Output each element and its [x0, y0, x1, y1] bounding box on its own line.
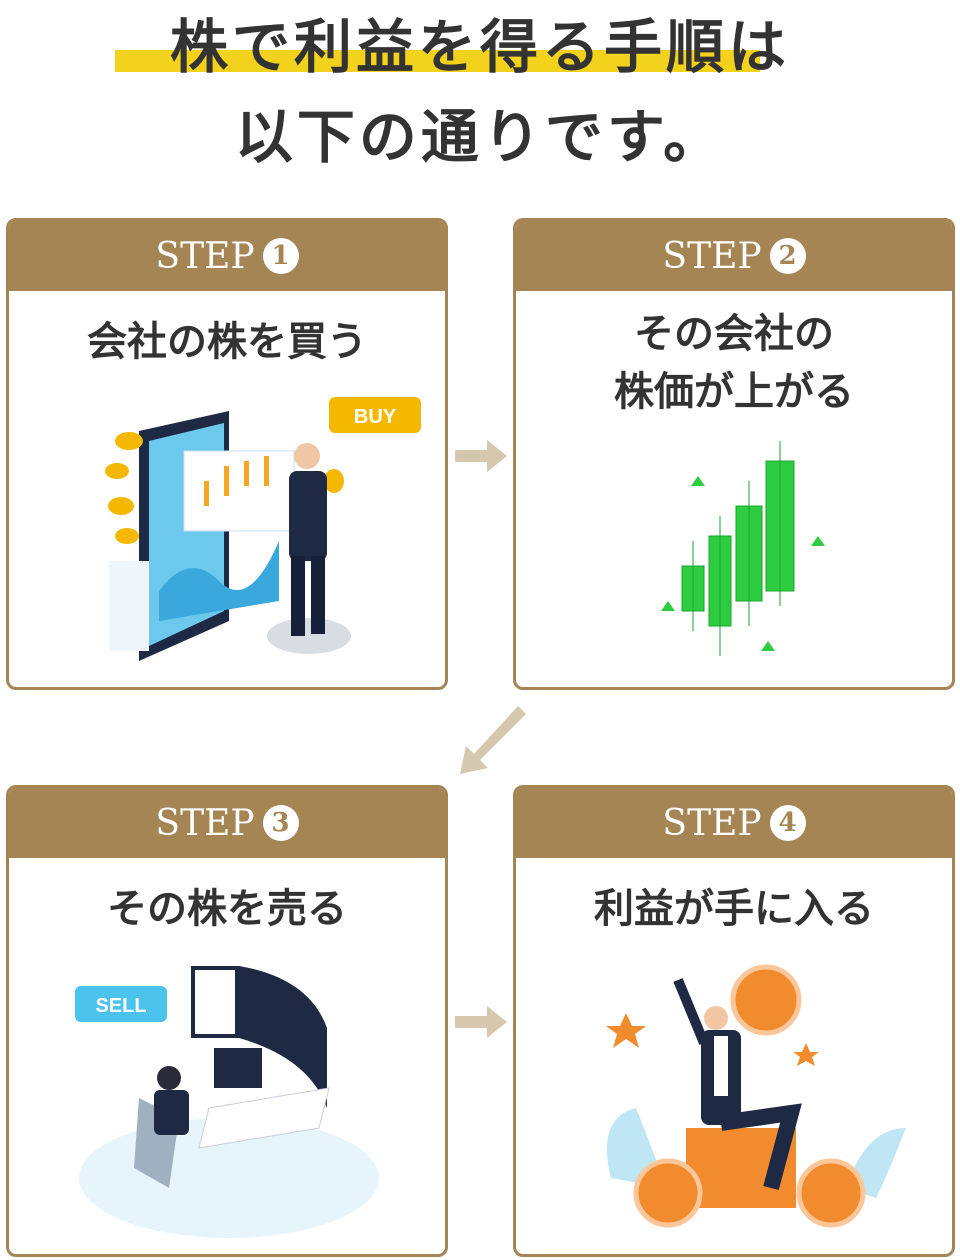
sell-stock-illustration: SELL	[75, 966, 379, 1238]
step-number: 4	[769, 805, 806, 841]
step-number: 2	[769, 238, 806, 274]
step-text: その株を売る	[107, 885, 347, 932]
arrow-right-icon	[455, 440, 507, 472]
step-text: 会社の株を買う	[87, 318, 367, 365]
step-label: STEP	[155, 803, 255, 844]
arrow-down-left-icon	[460, 706, 526, 774]
step-label: STEP	[662, 236, 762, 277]
sell-bubble: SELL	[95, 995, 146, 1017]
page-title-line2: 以下の通りです。	[234, 103, 726, 171]
step-number: 1	[262, 238, 299, 274]
arrow-right-icon	[455, 1006, 507, 1038]
step-text: 利益が手に入る	[594, 885, 874, 932]
page-title-line1: 株で利益を得る手順は	[169, 13, 790, 81]
buy-stock-illustration: BUY	[105, 397, 421, 661]
step-label: STEP	[662, 803, 762, 844]
buy-bubble: BUY	[354, 406, 397, 428]
step-text: その会社の 株価が上がる	[614, 310, 854, 415]
profit-illustration	[606, 964, 906, 1228]
step-label: STEP	[155, 236, 255, 277]
rising-chart-illustration	[661, 441, 825, 656]
title-highlight	[115, 50, 760, 72]
step-number: 3	[262, 805, 299, 841]
